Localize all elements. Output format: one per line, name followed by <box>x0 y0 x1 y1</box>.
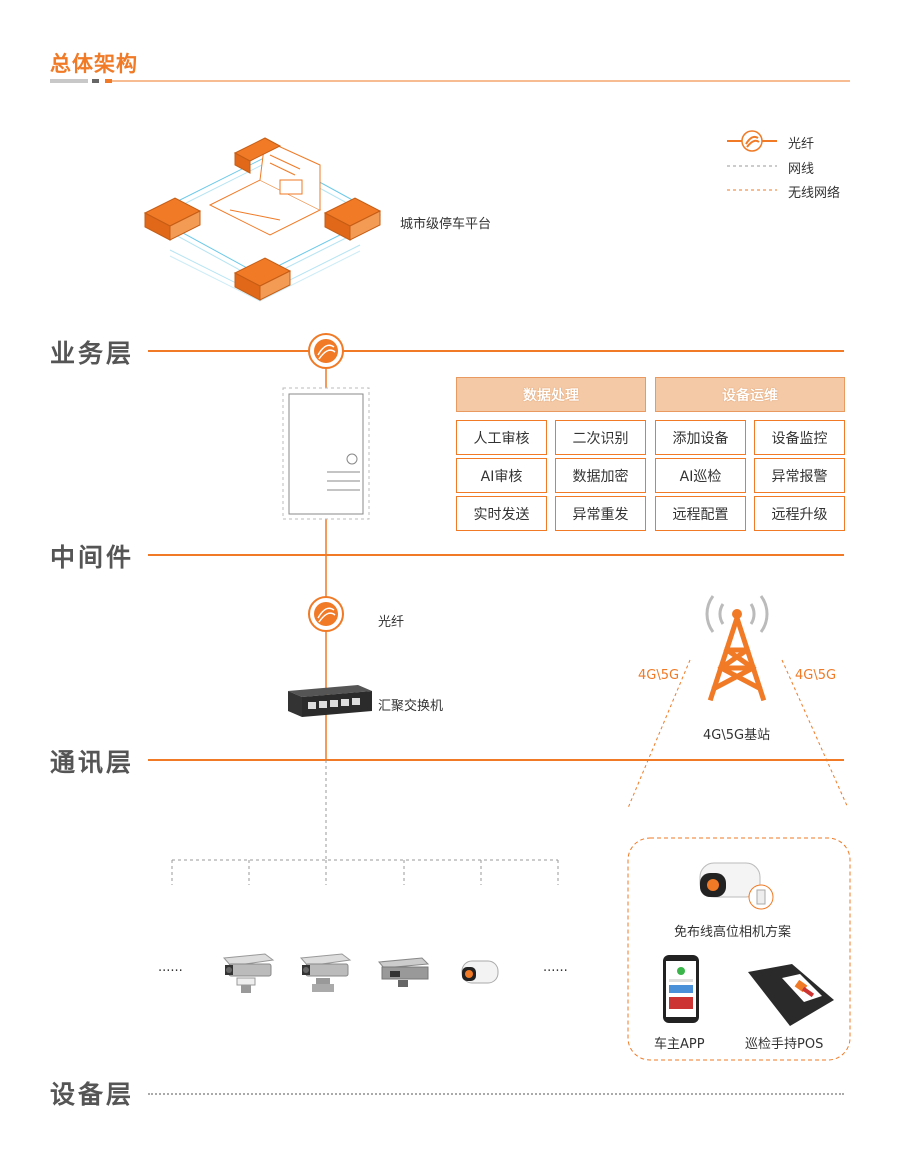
bullet-camera-icon <box>299 953 352 992</box>
platform-label: 城市级停车平台 <box>400 217 492 232</box>
station-label: 4G\5G基站 <box>703 728 771 743</box>
layer-middleware-label: 中间件 <box>50 543 135 572</box>
phone-app-icon <box>663 955 699 1023</box>
wireless-camera-icon <box>699 862 774 910</box>
layer-middleware-line <box>148 554 844 556</box>
switch-icon <box>288 685 372 717</box>
layer-business-label: 业务层 <box>50 339 135 368</box>
function-box: 数据加密 <box>555 458 646 493</box>
group-header-data-processing: 数据处理 <box>456 377 646 412</box>
box-camera-icon <box>378 957 430 987</box>
group-header-device-ops: 设备运维 <box>655 377 845 412</box>
function-box: 异常重发 <box>555 496 646 531</box>
function-box: 二次识别 <box>555 420 646 455</box>
platform-illustration <box>143 137 382 302</box>
left-signal-label: 4G\5G <box>638 668 680 683</box>
function-box: 实时发送 <box>456 496 547 531</box>
layer-device-line <box>148 1093 844 1095</box>
function-box: 远程配置 <box>655 496 746 531</box>
layer-communication-label: 通讯层 <box>50 748 135 777</box>
ellipsis-left: ...... <box>158 960 183 975</box>
switch-label: 汇聚交换机 <box>378 699 444 714</box>
fiber-node-comm <box>308 596 344 632</box>
function-box: 远程升级 <box>754 496 845 531</box>
layer-business-line <box>148 350 844 352</box>
function-box: 人工审核 <box>456 420 547 455</box>
function-box: 添加设备 <box>655 420 746 455</box>
layer-device-label: 设备层 <box>50 1080 135 1109</box>
pos-label: 巡检手持POS <box>745 1037 824 1052</box>
legend-wireless: 无线网络 <box>788 186 841 201</box>
wireless-camera-label: 免布线高位相机方案 <box>674 925 792 940</box>
function-box: AI审核 <box>456 458 547 493</box>
title-underline <box>50 79 850 83</box>
dome-camera-icon <box>461 960 499 984</box>
function-box: 异常报警 <box>754 458 845 493</box>
page-title: 总体架构 <box>50 52 138 76</box>
fiber-label: 光纤 <box>378 615 405 630</box>
app-label: 车主APP <box>654 1037 705 1052</box>
legend: 光纤 网线 无线网络 <box>725 128 865 203</box>
ellipsis-right: ...... <box>543 960 568 975</box>
legend-fiber: 光纤 <box>788 137 815 152</box>
layer-communication-line <box>148 759 844 761</box>
function-box: AI巡检 <box>655 458 746 493</box>
pos-terminal-icon <box>748 964 834 1026</box>
fiber-node-business <box>308 333 344 369</box>
antenna-tower-icon <box>705 595 769 702</box>
server-icon <box>282 387 370 520</box>
right-signal-label: 4G\5G <box>795 668 837 683</box>
function-box: 设备监控 <box>754 420 845 455</box>
bullet-camera-icon <box>222 953 275 993</box>
legend-cable: 网线 <box>788 162 815 177</box>
